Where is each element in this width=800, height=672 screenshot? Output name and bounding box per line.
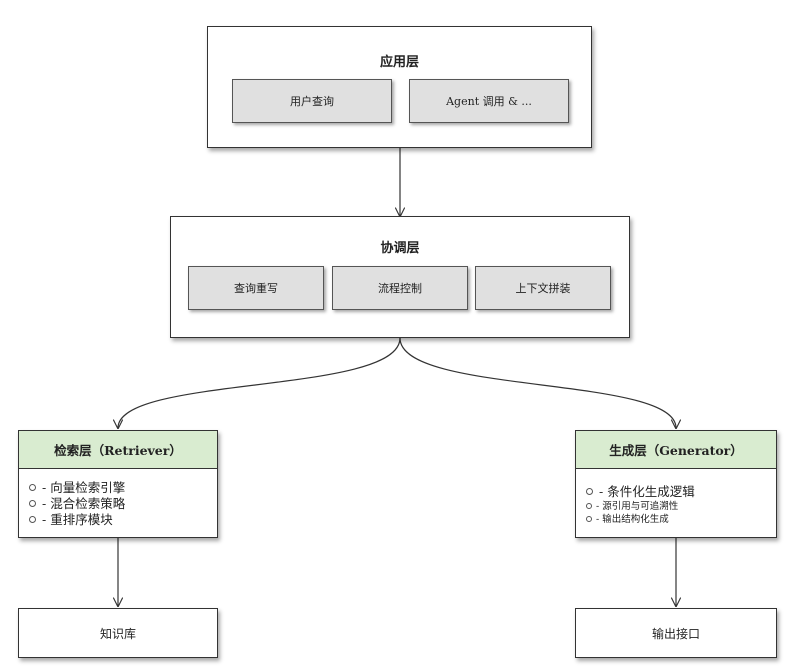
app-layer-box: 应用层 用户查询 Agent 调用 & ... [207, 26, 592, 148]
orchestration-layer-title: 协调层 [380, 241, 420, 256]
bullet-circle-icon [586, 488, 593, 495]
generation-layer-title: 生成层（Generator） [576, 431, 776, 469]
orchestration-layer-box: 协调层 查询重写 流程控制 上下文拼装 [170, 216, 630, 338]
generation-layer-box: 生成层（Generator） - 条件化生成逻辑 - 源引用与可追溯性 - 输出… [575, 430, 777, 538]
edge-orchestration-to-retrieval [118, 337, 401, 428]
orch-item-query-rewrite: 查询重写 [188, 266, 324, 310]
list-item: - 混合检索策略 [29, 496, 211, 512]
retrieval-layer-box: 检索层（Retriever） - 向量检索引擎 - 混合检索策略 - 重排序模块 [18, 430, 218, 538]
list-item: - 源引用与可追溯性 [586, 500, 770, 513]
output-interface-label: 输出接口 [651, 626, 700, 641]
bullet-circle-icon [586, 515, 592, 522]
retrieval-layer-title: 检索层（Retriever） [19, 431, 217, 469]
orch-item-context-assembly: 上下文拼装 [475, 266, 611, 310]
retrieval-item-list: - 向量检索引擎 - 混合检索策略 - 重排序模块 [29, 480, 211, 528]
list-item: - 输出结构化生成 [586, 513, 770, 526]
orch-item-flow-control: 流程控制 [332, 266, 468, 310]
app-layer-title: 应用层 [379, 55, 419, 70]
knowledge-base-label: 知识库 [99, 626, 136, 641]
list-item: - 条件化生成逻辑 [586, 483, 770, 500]
list-item: - 重排序模块 [29, 512, 211, 528]
list-item: - 向量检索引擎 [29, 480, 211, 496]
output-interface-box: 输出接口 [575, 608, 777, 658]
edge-orchestration-to-generation [399, 337, 676, 428]
bullet-circle-icon [586, 502, 592, 509]
bullet-circle-icon [29, 500, 36, 507]
bullet-circle-icon [29, 516, 36, 523]
generation-item-list: - 条件化生成逻辑 - 源引用与可追溯性 - 输出结构化生成 [586, 483, 770, 526]
knowledge-base-box: 知识库 [18, 608, 218, 658]
app-item-agent-call: Agent 调用 & ... [409, 79, 569, 123]
bullet-circle-icon [29, 484, 36, 491]
app-item-user-query: 用户查询 [232, 79, 392, 123]
